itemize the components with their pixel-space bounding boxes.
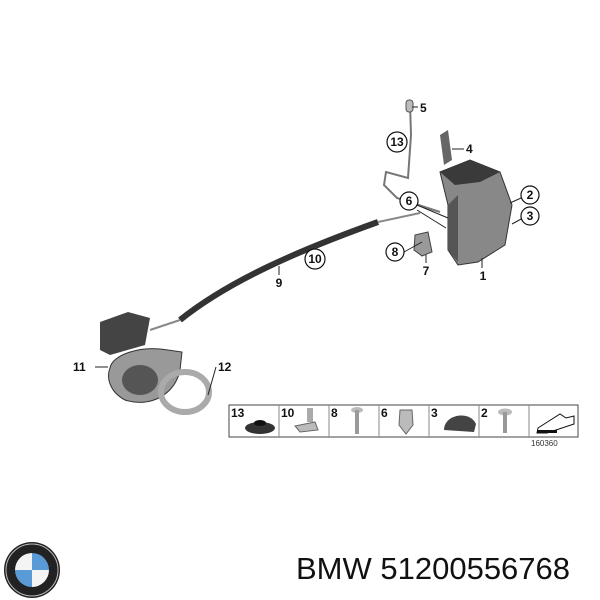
callout-13: 13	[390, 135, 404, 149]
drawing-code: 160360	[531, 439, 558, 448]
strip-label-10: 10	[281, 406, 295, 420]
handle-recess	[122, 365, 158, 395]
strip-label-3: 3	[431, 406, 438, 420]
rod-part	[382, 102, 441, 213]
callout-9: 9	[276, 276, 283, 290]
strip-label-6: 6	[381, 406, 388, 420]
callout-5: 5	[420, 101, 427, 115]
clip-nut-top	[307, 408, 313, 422]
callout-6: 6	[406, 194, 413, 208]
handle-bracket-part	[100, 312, 150, 355]
expanding-rivet-icon	[398, 409, 414, 435]
leader-lines	[95, 106, 524, 396]
plug-cap-icon	[444, 415, 476, 432]
cable-end	[377, 212, 421, 223]
callout-circles	[304, 131, 540, 270]
callout-1: 1	[480, 269, 487, 283]
callout-8: 8	[392, 245, 399, 259]
bowden-cable-part	[178, 219, 380, 323]
cable-start	[149, 319, 181, 331]
part-4-clip	[440, 130, 452, 165]
callout-7: 7	[423, 264, 430, 278]
bmw-logo	[4, 542, 60, 598]
strip-label-2: 2	[481, 406, 488, 420]
part-number-label: BMW 51200556768	[296, 551, 571, 586]
grommet-icon	[245, 422, 275, 434]
callout-2: 2	[527, 188, 534, 202]
clip-nut-icon	[294, 421, 319, 433]
part-8-bracket	[413, 231, 433, 257]
callout-11: 11	[73, 360, 86, 374]
lock-top-part	[440, 160, 500, 185]
strip-label-13: 13	[231, 406, 245, 420]
callout-10: 10	[308, 252, 322, 266]
parts-strip: 13 10 8 6 3 2 160360	[228, 404, 579, 448]
callout-12: 12	[218, 360, 232, 374]
grommet-top	[254, 420, 266, 426]
lock-side-part	[448, 195, 458, 262]
rod-clip-part	[405, 99, 414, 113]
callout-4: 4	[466, 142, 473, 156]
strip-label-8: 8	[331, 406, 338, 420]
callout-3: 3	[527, 209, 534, 223]
